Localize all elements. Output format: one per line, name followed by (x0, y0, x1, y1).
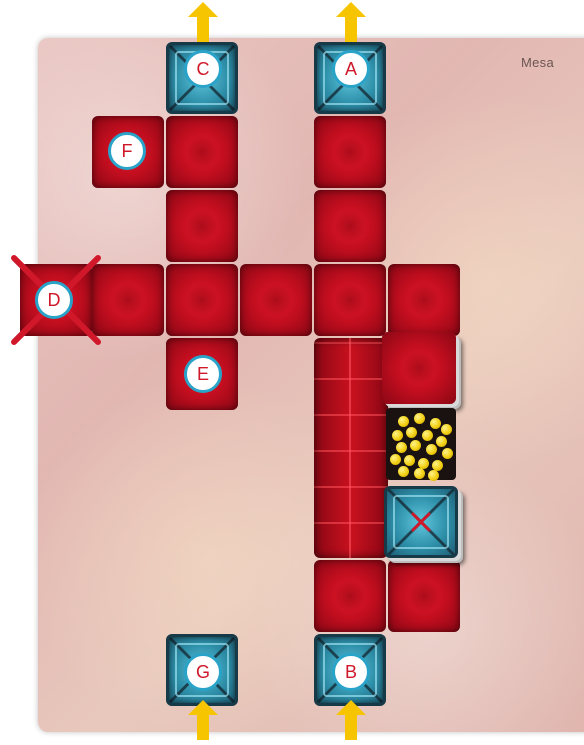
coin-token (404, 455, 415, 466)
marker-f: F (108, 132, 146, 170)
marker-g: G (184, 653, 222, 691)
room-tile[interactable] (240, 264, 312, 336)
marker-b: B (332, 653, 370, 691)
table-label: Mesa (521, 55, 554, 70)
marker-d: D (35, 281, 73, 319)
room-tile[interactable] (314, 560, 386, 632)
coin-token (426, 444, 437, 455)
coin-token (436, 436, 447, 447)
coin-token (422, 430, 433, 441)
coin-token (392, 430, 403, 441)
coin-token (396, 442, 407, 453)
coin-token (414, 413, 425, 424)
coin-token (441, 424, 452, 435)
x-mark-icon (409, 510, 433, 534)
coin-token (428, 470, 439, 481)
corridor-tile-stack[interactable] (384, 486, 458, 558)
room-tile[interactable] (166, 190, 238, 262)
token-pile[interactable] (386, 408, 456, 480)
room-tile[interactable] (388, 560, 460, 632)
coin-token (442, 448, 453, 459)
room-tile[interactable] (314, 116, 386, 188)
coin-token (414, 468, 425, 479)
coin-token (406, 427, 417, 438)
marker-e: E (184, 355, 222, 393)
marker-c: C (184, 50, 222, 88)
room-tile[interactable] (314, 190, 386, 262)
coin-token (390, 454, 401, 465)
coin-token (430, 418, 441, 429)
coin-token (398, 466, 409, 477)
marker-a: A (332, 50, 370, 88)
room-tile[interactable] (166, 264, 238, 336)
arrow-up-icon (188, 2, 218, 42)
arrow-up-icon (336, 700, 366, 740)
room-tile-deck[interactable] (382, 332, 456, 404)
arrow-up-icon (336, 2, 366, 42)
coin-token (410, 440, 421, 451)
coin-token (398, 416, 409, 427)
room-tile[interactable] (166, 116, 238, 188)
room-tile[interactable] (314, 264, 386, 336)
room-tile[interactable] (388, 264, 460, 336)
corridor-track[interactable] (314, 338, 388, 558)
arrow-up-icon (188, 700, 218, 740)
